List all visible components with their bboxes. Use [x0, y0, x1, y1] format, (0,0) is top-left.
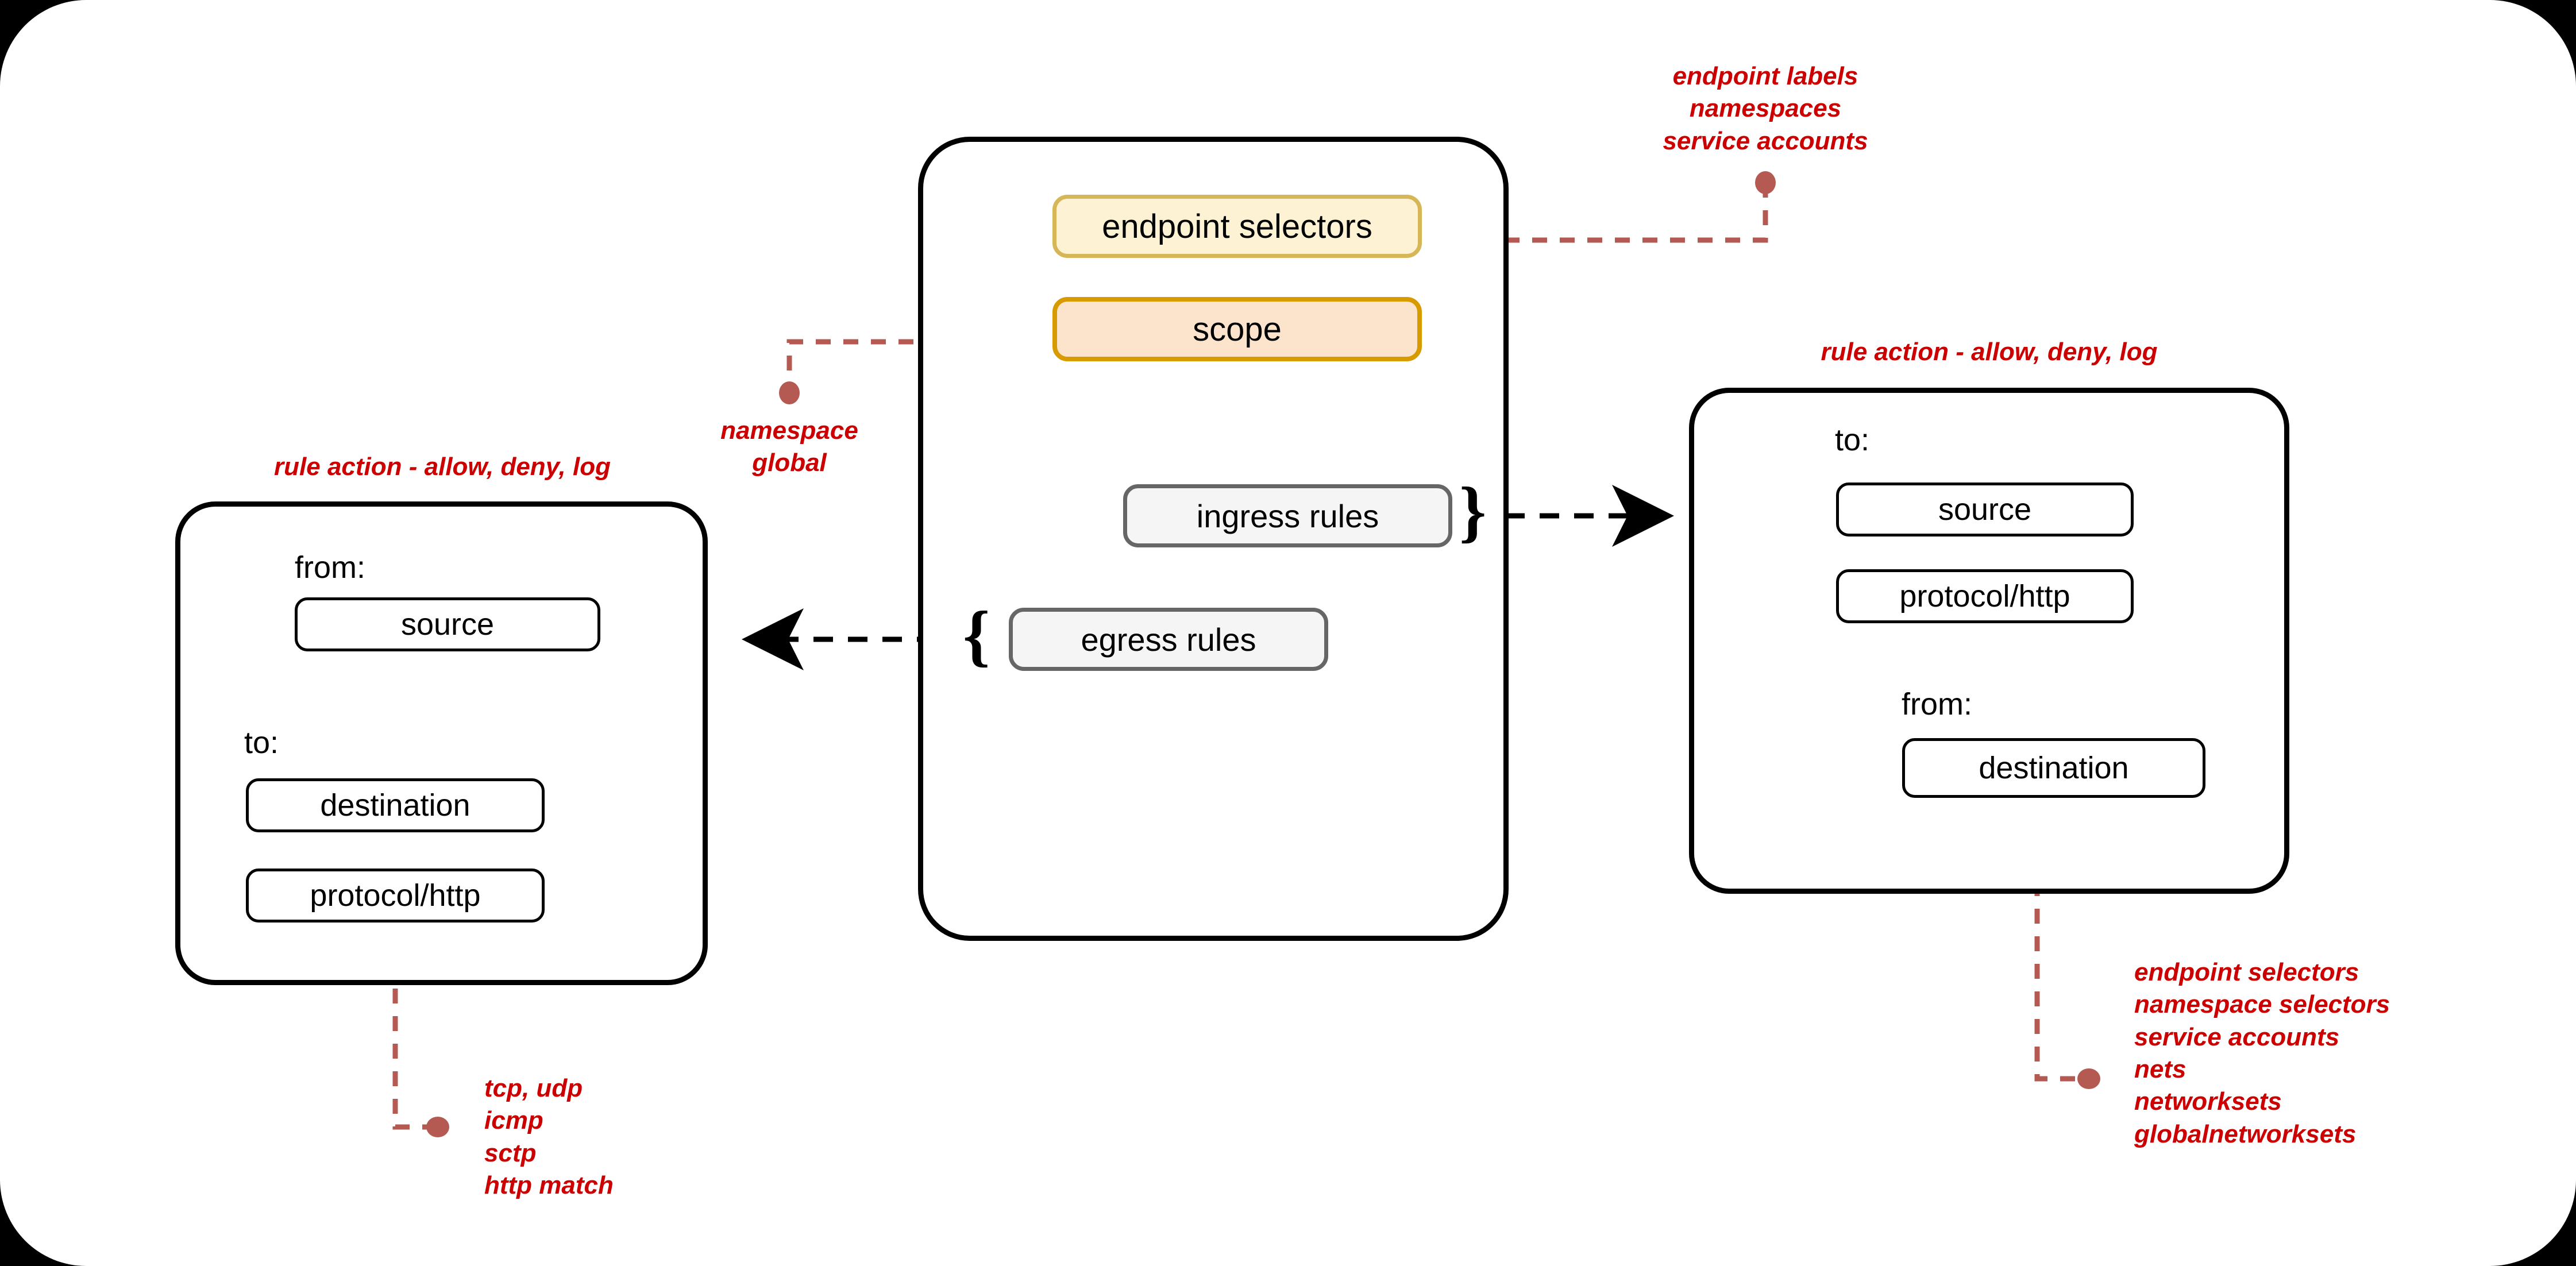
egress-source-chip[interactable]: source [295, 597, 600, 651]
ingress-protocol-chip[interactable]: protocol/http [1836, 569, 2134, 623]
ingress-rules-chip[interactable]: ingress rules [1123, 484, 1452, 547]
endpoint-selectors-note-line-1: endpoint labels [1672, 62, 1858, 90]
endpoint-selectors-note-line-2: namespaces [1689, 94, 1842, 123]
ingress-destination-chip[interactable]: destination [1902, 738, 2205, 798]
rule-action-right-text: rule action - allow, deny, log [1821, 338, 2158, 366]
scope-note-line-1: namespace [720, 416, 858, 445]
endpoint-selectors-note: endpoint labels namespaces service accou… [1593, 60, 1938, 157]
protocol-left-note-line-1: tcp, udp [484, 1074, 583, 1102]
endpoint-selectors-note-line-3: service accounts [1663, 126, 1868, 155]
protocol-left-note: tcp, udp icmp sctp http match [484, 1072, 806, 1202]
destination-right-note-line-2: namespace selectors [2134, 990, 2390, 1019]
destination-right-note-line-4: nets [2134, 1055, 2186, 1083]
egress-destination-chip[interactable]: destination [246, 778, 545, 832]
scope-chip[interactable]: scope [1052, 297, 1422, 361]
destination-right-note-line-6: globalnetworksets [2134, 1120, 2357, 1148]
destination-right-note-line-1: endpoint selectors [2134, 958, 2359, 986]
ingress-brace: } [1459, 473, 1487, 549]
egress-protocol-chip[interactable]: protocol/http [246, 869, 545, 923]
rule-action-left-note: rule action - allow, deny, log [175, 451, 709, 483]
egress-brace: { [963, 597, 990, 673]
scope-note: namespace global [634, 415, 944, 480]
rule-action-left-text: rule action - allow, deny, log [274, 453, 611, 481]
protocol-left-note-line-4: http match [484, 1171, 614, 1199]
destination-right-note-line-5: networksets [2134, 1087, 2282, 1116]
scope-note-line-2: global [752, 449, 827, 477]
ingress-from-heading: from: [1902, 687, 1973, 721]
ingress-to-heading: to: [1835, 423, 1870, 457]
egress-rules-chip[interactable]: egress rules [1009, 608, 1328, 671]
endpoint-selectors-chip[interactable]: endpoint selectors [1052, 195, 1422, 258]
rule-action-right-note: rule action - allow, deny, log [1689, 336, 2289, 368]
ingress-source-chip[interactable]: source [1836, 483, 2134, 536]
destination-right-note-line-3: service accounts [2134, 1022, 2340, 1051]
protocol-left-note-line-2: icmp [484, 1106, 543, 1135]
protocol-left-note-line-3: sctp [484, 1138, 537, 1167]
egress-to-heading: to: [244, 725, 279, 760]
egress-from-heading: from: [295, 550, 366, 585]
destination-right-note: endpoint selectors namespace selectors s… [2134, 956, 2571, 1151]
ingress-target-box [1689, 388, 2289, 894]
